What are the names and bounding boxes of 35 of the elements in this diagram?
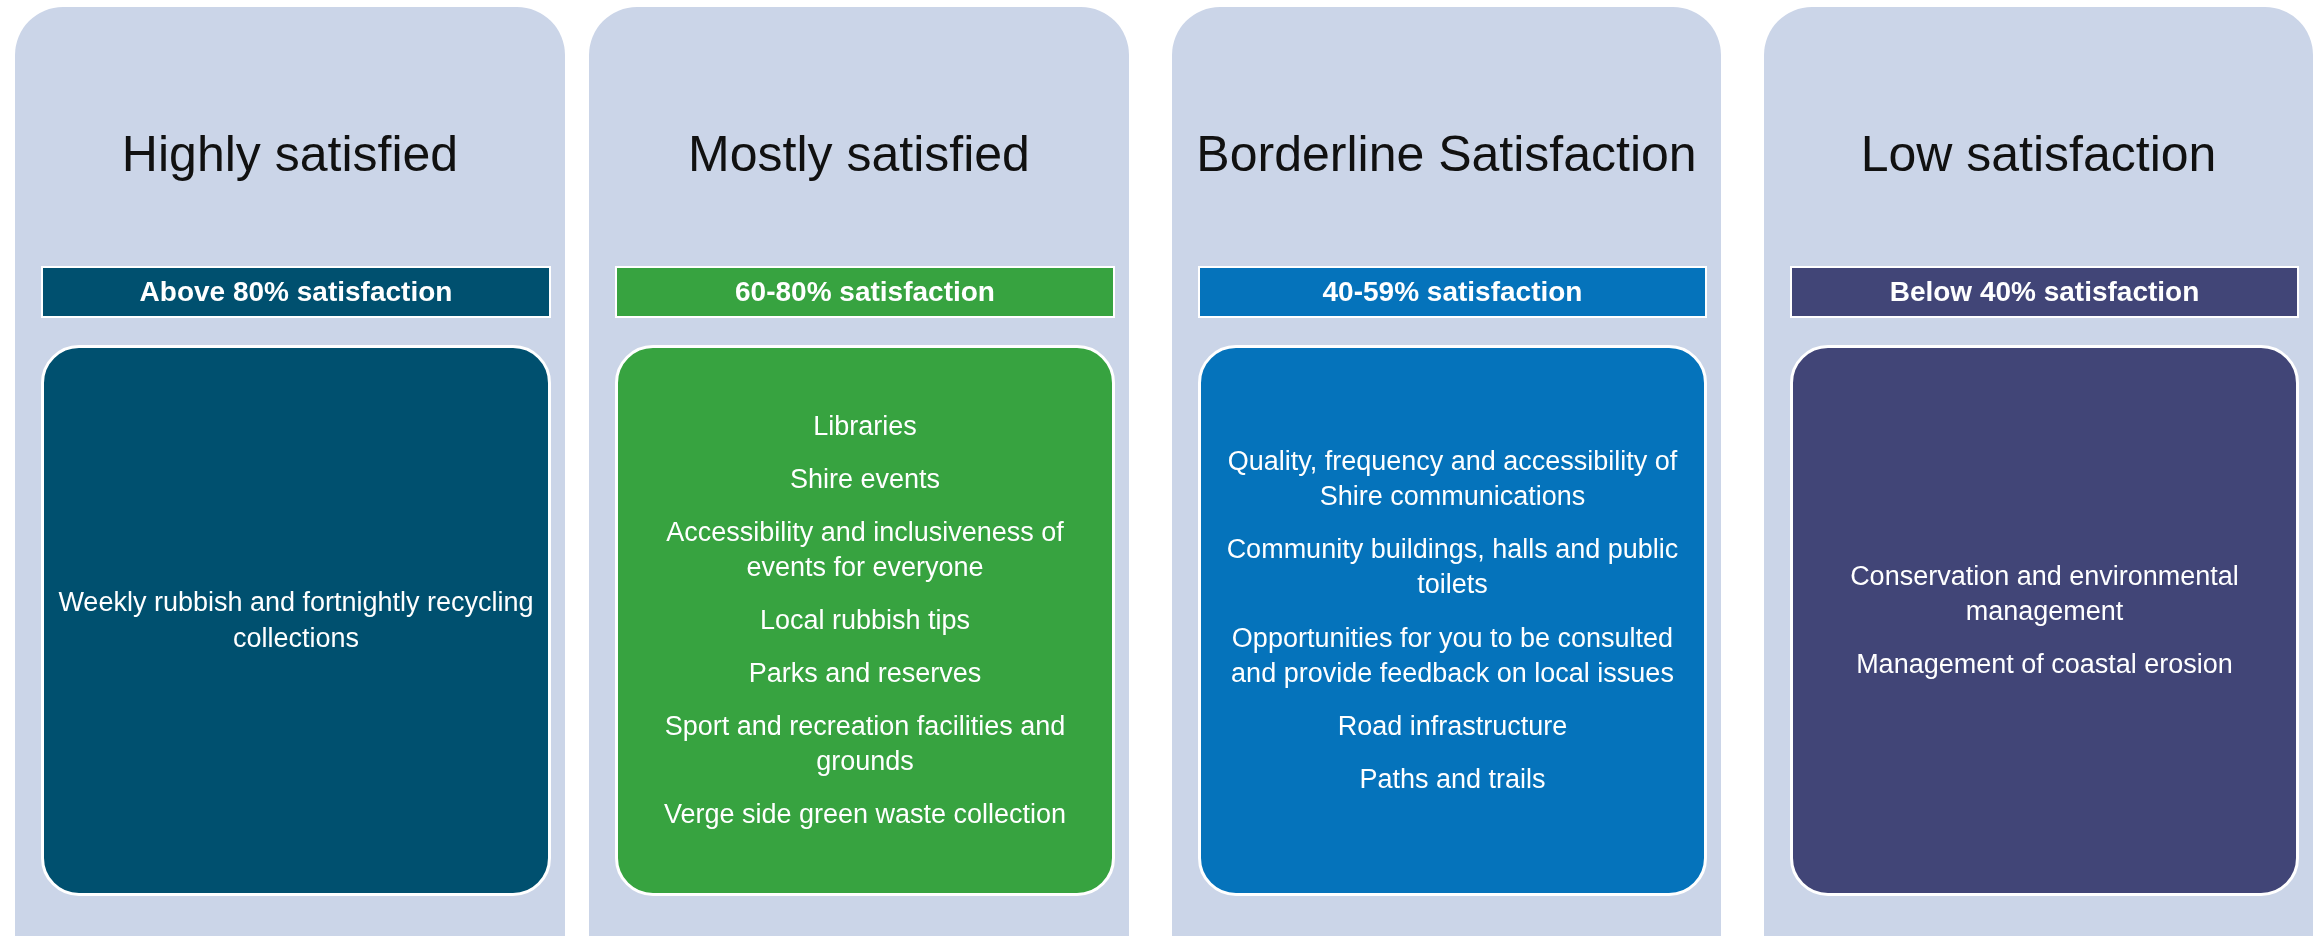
satisfaction-range-bar (1790, 266, 2299, 318)
service-item: Quality, frequency and accessibility of Shire communications (1226, 445, 1679, 514)
service-item: Local rubbish tips (759, 603, 971, 637)
service-item: Accessibility and inclusiveness of events for everyone (665, 515, 1065, 584)
service-item: Verge side green waste collection (663, 798, 1067, 832)
service-item: Weekly rubbish and fortnightly recycling collections (58, 586, 534, 655)
service-item: Community buildings, halls and public toilets (1225, 533, 1680, 602)
category-title: Mostly satisfied (687, 125, 1031, 183)
range-label: Below 40% satisfaction (1889, 276, 2200, 308)
service-item: Parks and reserves (748, 657, 982, 691)
category-panel (15, 7, 565, 936)
range-label: 60-80% satisfaction (735, 276, 995, 308)
category-panel (1764, 7, 2313, 936)
service-item: Management of coastal erosion (1856, 648, 2233, 682)
satisfaction-range-bar (1198, 266, 1707, 318)
service-item: Sport and recreation facilities and grounds (663, 710, 1067, 779)
service-item: Shire events (789, 462, 941, 496)
satisfaction-range-bar (615, 266, 1115, 318)
service-item: Opportunities for you to be consulted and provide feedback on local issues (1230, 621, 1675, 690)
satisfaction-range-bar (41, 266, 551, 318)
category-title: Low satisfaction (1859, 125, 2218, 183)
service-list-card (1790, 345, 2299, 896)
category-panel (1172, 7, 1721, 936)
service-item: Road infrastructure (1337, 709, 1568, 743)
range-label: Above 80% satisfaction (139, 276, 453, 308)
category-title: Highly satisfied (120, 125, 460, 183)
service-item: Paths and trails (1359, 762, 1546, 796)
service-item: Conservation and environmental management (1849, 559, 2240, 628)
category-title: Borderline Satisfaction (1195, 125, 1698, 183)
category-panel (589, 7, 1129, 936)
service-list-card (1198, 345, 1707, 896)
service-list-card (41, 345, 551, 896)
range-label: 40-59% satisfaction (1322, 276, 1583, 308)
service-list-card (615, 345, 1115, 896)
service-item: Libraries (813, 409, 917, 443)
